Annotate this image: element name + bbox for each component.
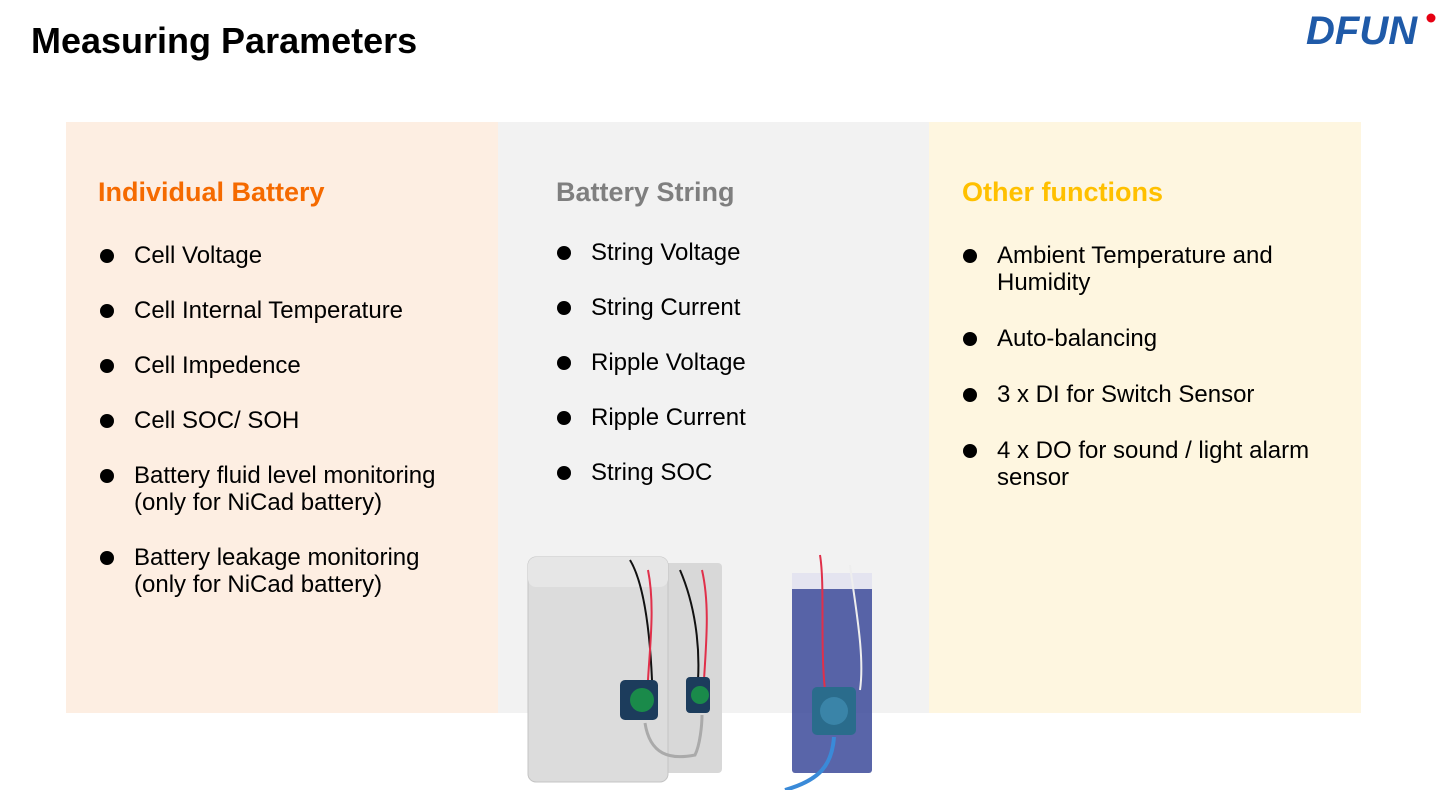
list-item: Auto-balancing [961, 325, 1337, 352]
list-item: String SOC [555, 459, 746, 486]
list-item: 3 x DI for Switch Sensor [961, 381, 1337, 408]
list-item: Cell Internal Temperature [98, 297, 464, 324]
svg-text:DFUN: DFUN [1306, 10, 1418, 50]
list-item: String Current [555, 294, 746, 321]
individual-battery-panel: Individual Battery Cell Voltage Cell Int… [66, 122, 498, 713]
list-item: Battery fluid level monitoring (only for… [98, 462, 464, 516]
list-item: 4 x DO for sound / light alarm sensor [961, 437, 1337, 491]
other-functions-panel: Other functions Ambient Temperature and … [929, 122, 1361, 713]
list-item: Battery leakage monitoring (only for NiC… [98, 544, 444, 598]
list-item: Cell Impedence [98, 352, 464, 379]
battery-string-list: String Voltage String Current Ripple Vol… [555, 239, 746, 514]
battery-string-heading: Battery String [556, 177, 735, 207]
other-functions-list: Ambient Temperature and Humidity Auto-ba… [961, 242, 1337, 520]
other-functions-heading: Other functions [962, 177, 1163, 207]
slide-title: Measuring Parameters [31, 20, 418, 61]
battery-monitor-photo [527, 554, 872, 790]
list-item: Cell SOC/ SOH [98, 407, 464, 434]
individual-battery-list: Cell Voltage Cell Internal Temperature C… [98, 242, 464, 626]
individual-battery-heading: Individual Battery [98, 177, 325, 207]
dfun-logo: DFUN [1306, 10, 1436, 50]
list-item: Ripple Current [555, 404, 746, 431]
list-item: Ambient Temperature and Humidity [961, 242, 1297, 296]
list-item: Ripple Voltage [555, 349, 746, 376]
list-item: String Voltage [555, 239, 746, 266]
list-item: Cell Voltage [98, 242, 464, 269]
